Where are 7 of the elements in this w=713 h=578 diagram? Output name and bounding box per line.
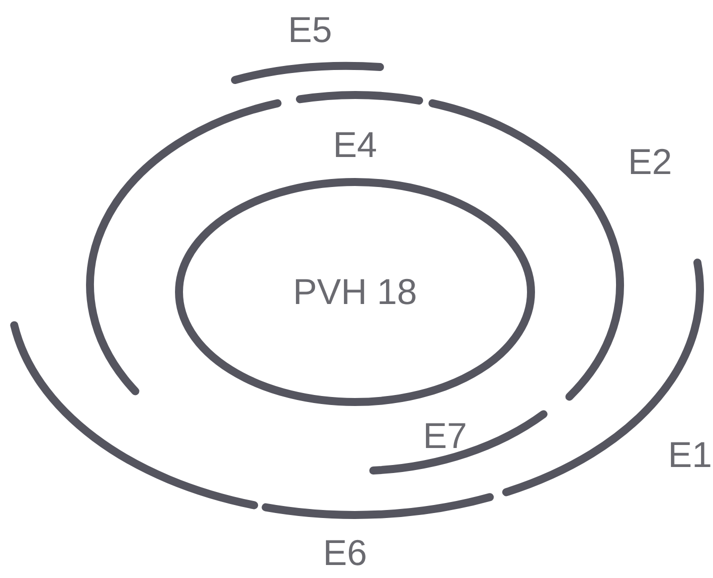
gene-label: E1 xyxy=(668,437,712,473)
gene-label: E2 xyxy=(628,144,672,180)
gene-label: E4 xyxy=(332,127,378,163)
gene-label: E6 xyxy=(322,535,368,571)
gene-label: E7 xyxy=(422,418,468,454)
gene-label: E5 xyxy=(288,12,332,48)
genome-label: PVH 18 xyxy=(292,274,418,310)
